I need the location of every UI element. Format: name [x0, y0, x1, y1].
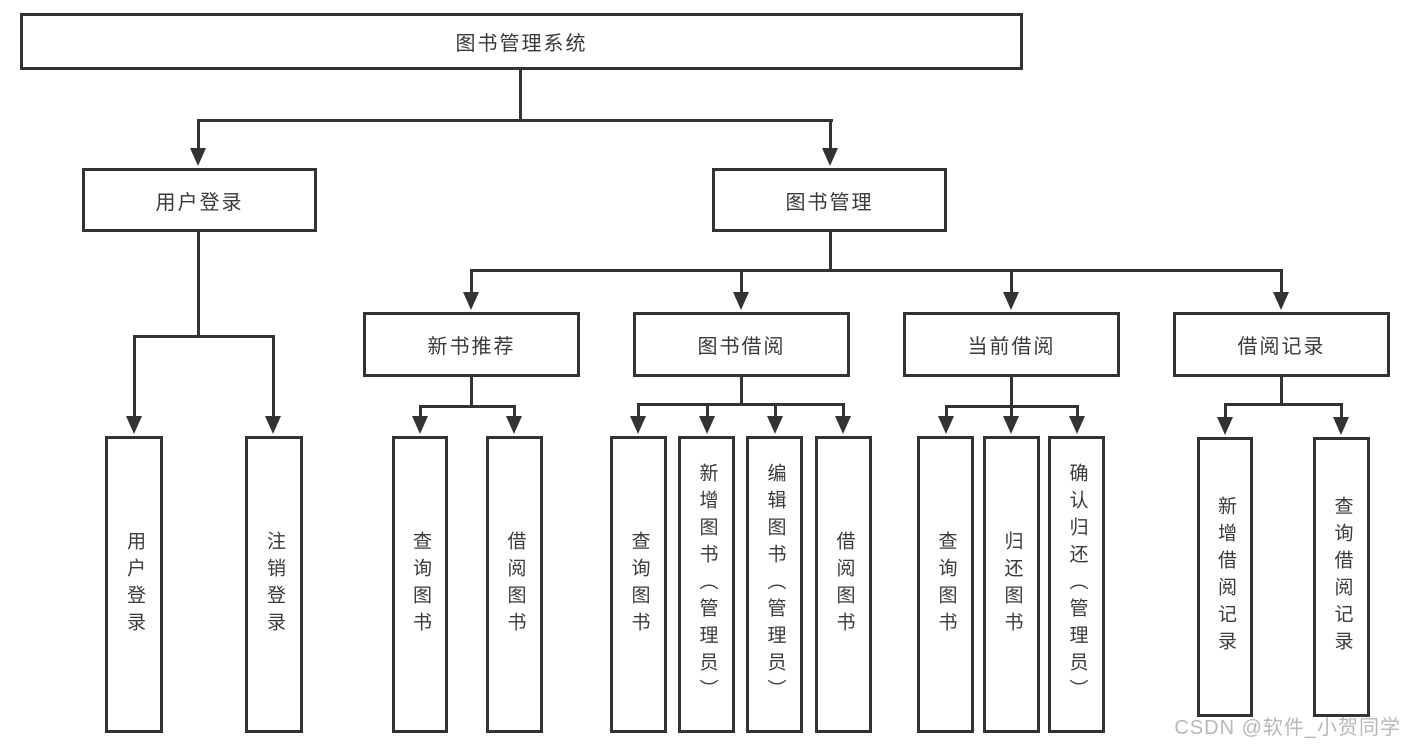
node-leaf-borrow-books-borrowing: 借阅图书	[815, 436, 872, 733]
arrow-down-icon	[126, 416, 142, 434]
node-label: 新增借阅记录	[1214, 496, 1236, 658]
connector-book-management-shaft	[829, 119, 832, 148]
csdn-watermark: CSDN @软件_小贺同学	[1174, 717, 1401, 739]
node-label: 借阅记录	[1237, 336, 1326, 358]
arrow-down-icon	[822, 148, 838, 166]
connector-level2-rail	[470, 269, 1283, 272]
connector-leaf-shaft	[513, 405, 516, 416]
arrow-down-icon	[835, 416, 851, 434]
connector-borrow-record-rail	[1224, 403, 1342, 406]
arrow-down-icon	[1003, 292, 1019, 310]
connector-leaf-shaft	[1224, 403, 1227, 417]
node-leaf-query-books-borrowing: 查询图书	[610, 436, 667, 733]
arrow-down-icon	[190, 148, 206, 166]
node-label: 查询图书	[628, 530, 650, 639]
node-label: 用户登录	[123, 530, 145, 639]
connector-leaf-shaft	[842, 403, 845, 416]
node-leaf-borrow-books-recommend: 借阅图书	[486, 436, 543, 733]
arrow-down-icon	[1217, 417, 1233, 435]
connector-book-borrow-shaft	[740, 269, 743, 292]
node-user-login-module: 用户登录	[82, 168, 317, 232]
node-label: 查询图书	[935, 530, 957, 639]
connector-level1-rail	[197, 119, 833, 122]
connector-user-login-rail	[133, 335, 274, 338]
arrow-down-icon	[412, 416, 428, 434]
node-label: 借阅图书	[833, 530, 855, 639]
connector-user-login-stem	[197, 232, 200, 335]
node-leaf-confirm-return-admin: 确认归还（管理员）	[1048, 436, 1105, 733]
connector-book-borrow-stem	[740, 377, 743, 403]
connector-new-book-shaft	[470, 269, 473, 292]
connector-current-borrow-shaft	[1010, 269, 1013, 292]
node-leaf-query-borrow-record: 查询借阅记录	[1313, 437, 1370, 717]
node-leaf-edit-books-admin: 编辑图书（管理员）	[746, 436, 803, 733]
arrow-down-icon	[463, 292, 479, 310]
arrow-down-icon	[767, 416, 783, 434]
node-label: 确认归还（管理员）	[1066, 463, 1088, 706]
connector-leaf-shaft	[706, 403, 709, 416]
connector-new-book-stem	[470, 377, 473, 405]
connector-leaf-shaft	[945, 405, 948, 416]
node-label: 新书推荐	[427, 336, 516, 358]
node-leaf-add-borrow-record: 新增借阅记录	[1197, 437, 1253, 717]
connector-borrow-record-stem	[1280, 377, 1283, 403]
node-borrowing-records: 借阅记录	[1173, 312, 1390, 377]
node-leaf-logout: 注销登录	[245, 436, 303, 733]
connector-leaf-shaft	[637, 403, 640, 416]
arrow-down-icon	[1273, 292, 1289, 310]
node-leaf-query-books-recommend: 查询图书	[392, 436, 448, 733]
connector-logout-leaf-shaft	[272, 335, 275, 416]
connector-leaf-shaft	[1340, 403, 1343, 417]
arrow-down-icon	[733, 292, 749, 310]
arrow-down-icon	[506, 416, 522, 434]
arrow-down-icon	[1069, 416, 1085, 434]
arrow-down-icon	[699, 416, 715, 434]
node-label: 用户登录	[155, 191, 244, 214]
node-label: 借阅图书	[504, 530, 526, 639]
node-label: 查询图书	[409, 530, 431, 639]
node-label: 编辑图书（管理员）	[764, 463, 786, 706]
node-label: 归还图书	[1001, 530, 1023, 639]
connector-leaf-shaft	[419, 405, 422, 416]
arrow-down-icon	[630, 416, 646, 434]
node-leaf-return-books: 归还图书	[983, 436, 1040, 733]
node-leaf-add-books-admin: 新增图书（管理员）	[678, 436, 735, 733]
connector-login-leaf-shaft	[133, 335, 136, 416]
connector-borrow-record-shaft	[1280, 269, 1283, 292]
connector-book-management-stem	[829, 232, 832, 269]
connector-new-book-rail	[419, 405, 516, 408]
arrow-down-icon	[1003, 416, 1019, 434]
connector-user-login-shaft	[197, 119, 200, 148]
node-library-management-system: 图书管理系统	[20, 13, 1023, 70]
node-book-management-module: 图书管理	[712, 168, 947, 232]
node-label: 图书管理系统	[455, 33, 588, 55]
connector-leaf-shaft	[1010, 405, 1013, 416]
arrow-down-icon	[938, 416, 954, 434]
arrow-down-icon	[1333, 417, 1349, 435]
node-book-borrowing: 图书借阅	[633, 312, 850, 377]
node-leaf-query-books-current: 查询图书	[917, 436, 974, 733]
node-label: 查询借阅记录	[1331, 496, 1353, 658]
node-label: 图书管理	[785, 191, 874, 214]
connector-current-borrow-stem	[1010, 377, 1013, 405]
arrow-down-icon	[265, 416, 281, 434]
node-label: 注销登录	[263, 530, 285, 639]
node-label: 新增图书（管理员）	[696, 463, 718, 706]
connector-root-stem	[519, 70, 522, 119]
node-current-borrowing: 当前借阅	[903, 312, 1120, 377]
node-new-book-recommendation: 新书推荐	[363, 312, 580, 377]
node-label: 当前借阅	[967, 336, 1056, 358]
node-label: 图书借阅	[697, 336, 786, 358]
node-leaf-user-login: 用户登录	[105, 436, 163, 733]
connector-leaf-shaft	[1076, 405, 1079, 416]
connector-leaf-shaft	[774, 403, 777, 416]
connector-book-borrow-rail	[637, 403, 845, 406]
